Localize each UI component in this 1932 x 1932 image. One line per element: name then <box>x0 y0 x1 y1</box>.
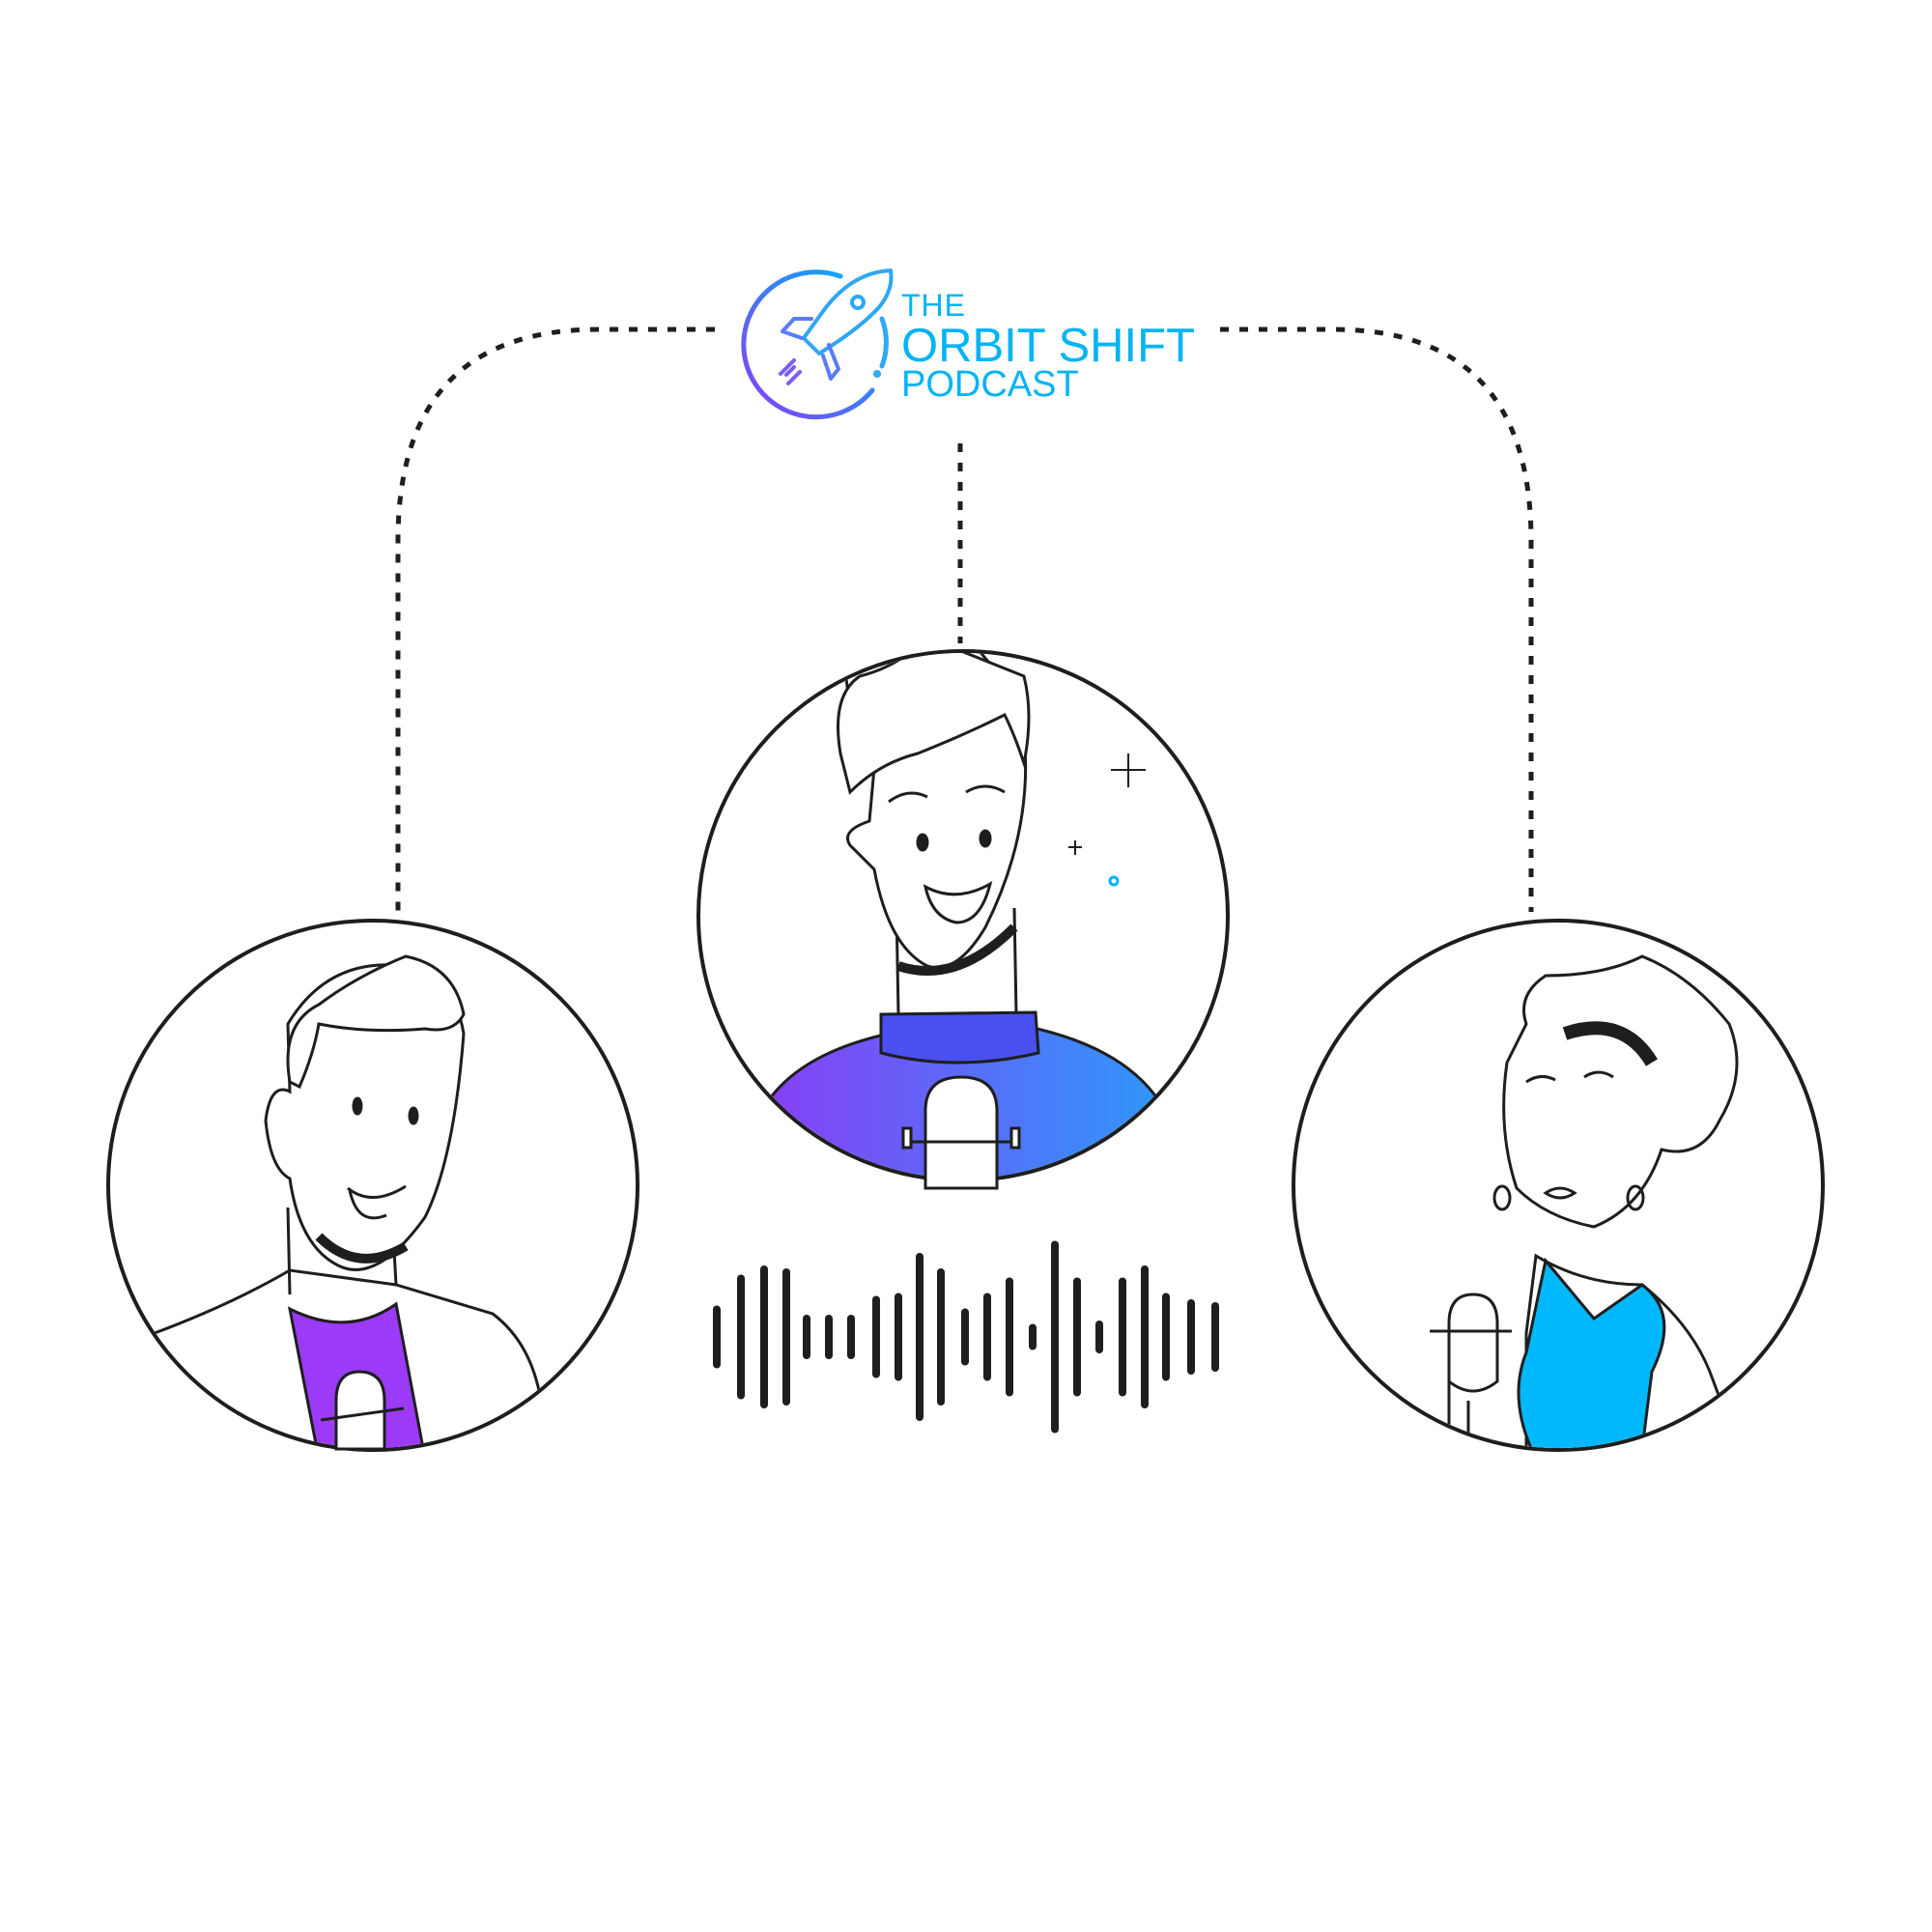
microphone-icon <box>901 1075 1021 1190</box>
podcast-logo: THE ORBIT SHIFT PODCAST <box>901 290 1195 403</box>
connector-left <box>395 327 715 918</box>
logo-line-the: THE <box>901 288 966 323</box>
connector-right <box>1220 327 1534 912</box>
logo-line-podcast: PODCAST <box>901 364 1079 405</box>
sound-wave-icon <box>713 1240 1219 1434</box>
connector-lines <box>395 327 1534 918</box>
logo-line-orbit-shift: ORBIT SHIFT <box>901 320 1196 372</box>
microphone-icon <box>320 1370 405 1451</box>
rocket-icon <box>741 269 894 420</box>
